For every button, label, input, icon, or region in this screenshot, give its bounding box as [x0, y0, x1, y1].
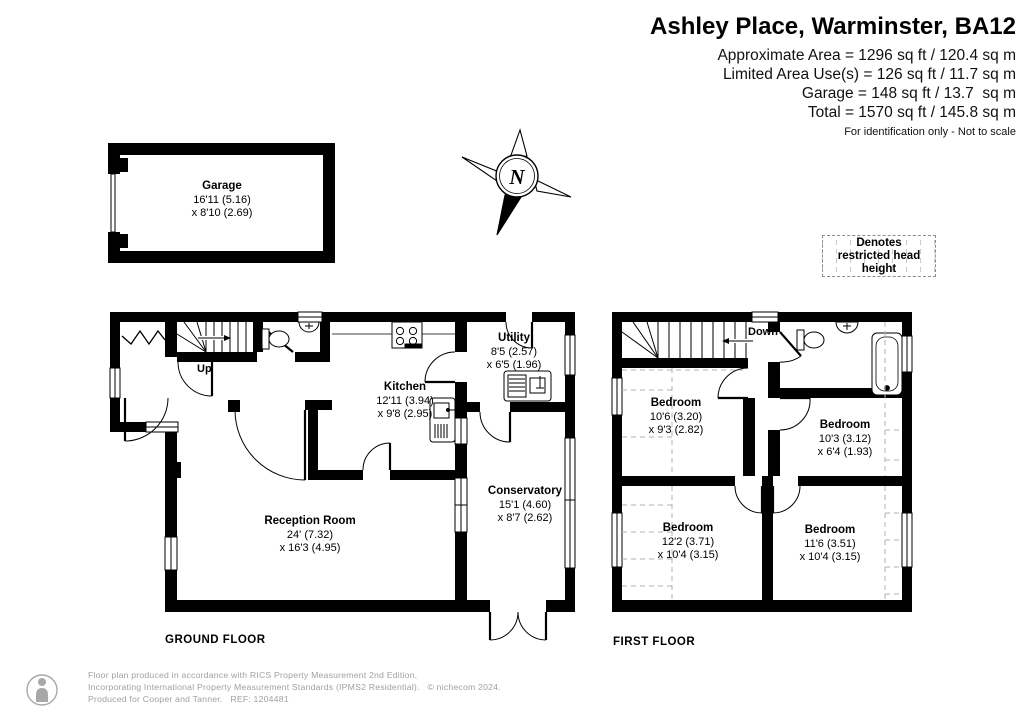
room-label-kitchen: Kitchen 12'11 (3.94) x 9'8 (2.95) — [376, 381, 434, 420]
room-label-bedroom-top-left: Bedroom 10'6 (3.20) x 9'3 (2.82) — [648, 397, 704, 436]
stairs-down — [621, 321, 753, 359]
stairs-down-label: Down — [748, 326, 778, 338]
door — [234, 409, 307, 481]
footer-line-3: Produced for Cooper and Tanner. REF: 120… — [88, 694, 289, 704]
window — [751, 311, 779, 323]
door — [177, 361, 214, 397]
compass-letter: N — [508, 165, 525, 189]
area-garage: Garage = 148 sq ft / 13.7 sq m — [801, 85, 1016, 103]
door — [424, 351, 456, 384]
door — [771, 485, 801, 514]
restricted-head-height-legend: Denotes restricted head height — [822, 235, 936, 277]
door — [362, 442, 392, 471]
ground-floor-windows — [109, 311, 576, 571]
door — [717, 367, 749, 400]
door — [123, 397, 169, 442]
window — [611, 377, 623, 416]
first-floor-label: FIRST FLOOR — [613, 636, 696, 648]
ground-floor-label: GROUND FLOOR — [165, 634, 266, 646]
door — [734, 485, 764, 514]
window — [164, 536, 178, 571]
hob-icon — [332, 321, 455, 349]
room-label-bedroom-bottom-left: Bedroom 12'2 (3.71) x 10'4 (3.15) — [657, 522, 719, 561]
garage-plan — [108, 143, 335, 263]
entrance-zigzag — [121, 329, 166, 346]
french-doors — [488, 611, 548, 641]
window — [901, 335, 913, 373]
utility-sink-icon — [503, 370, 552, 402]
area-limited-use: Limited Area Use(s) = 126 sq ft / 11.7 s… — [722, 66, 1016, 84]
legend-text: Denotes restricted head height — [837, 236, 921, 275]
window — [454, 477, 468, 533]
room-label-reception: Reception Room 24' (7.32) x 16'3 (4.95) — [264, 515, 356, 554]
room-label-bedroom-bottom-right: Bedroom 11'6 (3.51) x 10'4 (3.15) — [799, 524, 861, 563]
window — [611, 512, 623, 568]
disclaimer-text: For identification only - Not to scale — [844, 126, 1016, 139]
window — [145, 421, 179, 433]
area-total: Total = 1570 sq ft / 145.8 sq m — [807, 104, 1016, 122]
door — [479, 411, 512, 443]
page-title: Ashley Place, Warminster, BA12 — [650, 13, 1016, 40]
wc-basin-icon — [298, 321, 320, 333]
door — [779, 396, 811, 431]
up-arrow-head — [224, 335, 231, 341]
door — [505, 321, 534, 349]
door — [779, 331, 802, 363]
garage-door — [110, 173, 116, 233]
room-label-garage: Garage 16'11 (5.16) x 8'10 (2.69) — [191, 180, 253, 219]
ground-floor-doors — [123, 321, 548, 641]
window — [901, 512, 913, 568]
first-floor-doors — [717, 331, 811, 514]
ground-floor-walls — [110, 312, 575, 612]
room-label-utility: Utility 8'5 (2.57) x 6'5 (1.96) — [486, 332, 542, 371]
title-block: Ashley Place, Warminster, BA12 Approxima… — [650, 13, 1016, 139]
bathtub-icon — [871, 332, 903, 396]
area-approximate: Approximate Area = 1296 sq ft / 120.4 sq… — [717, 47, 1016, 65]
bathroom-toilet-icon — [796, 329, 825, 351]
footer-line-1: Floor plan produced in accordance with R… — [88, 670, 418, 680]
first-floor-windows — [611, 311, 913, 568]
window — [564, 334, 576, 376]
stairs-up — [176, 321, 247, 353]
window — [454, 417, 468, 445]
window — [297, 311, 323, 323]
person-icon — [26, 674, 58, 706]
room-label-bedroom-top-right: Bedroom 10'3 (3.12) x 6'4 (1.93) — [817, 419, 873, 458]
bathroom-basin-icon — [835, 321, 859, 334]
room-label-conservatory: Conservatory 15'1 (4.60) x 8'7 (2.62) — [487, 485, 563, 524]
wc-toilet-icon — [261, 328, 290, 350]
window — [109, 367, 121, 399]
footer-line-2: Incorporating International Property Mea… — [88, 682, 501, 692]
compass-north-icon: N — [461, 128, 572, 236]
stairs-up-label: Up — [197, 363, 212, 375]
kitchen-sink-icon — [429, 397, 456, 443]
first-floor-walls — [612, 312, 912, 612]
window — [564, 437, 576, 569]
restricted-head-height-lines — [622, 322, 902, 600]
down-arrow-head — [722, 338, 729, 344]
